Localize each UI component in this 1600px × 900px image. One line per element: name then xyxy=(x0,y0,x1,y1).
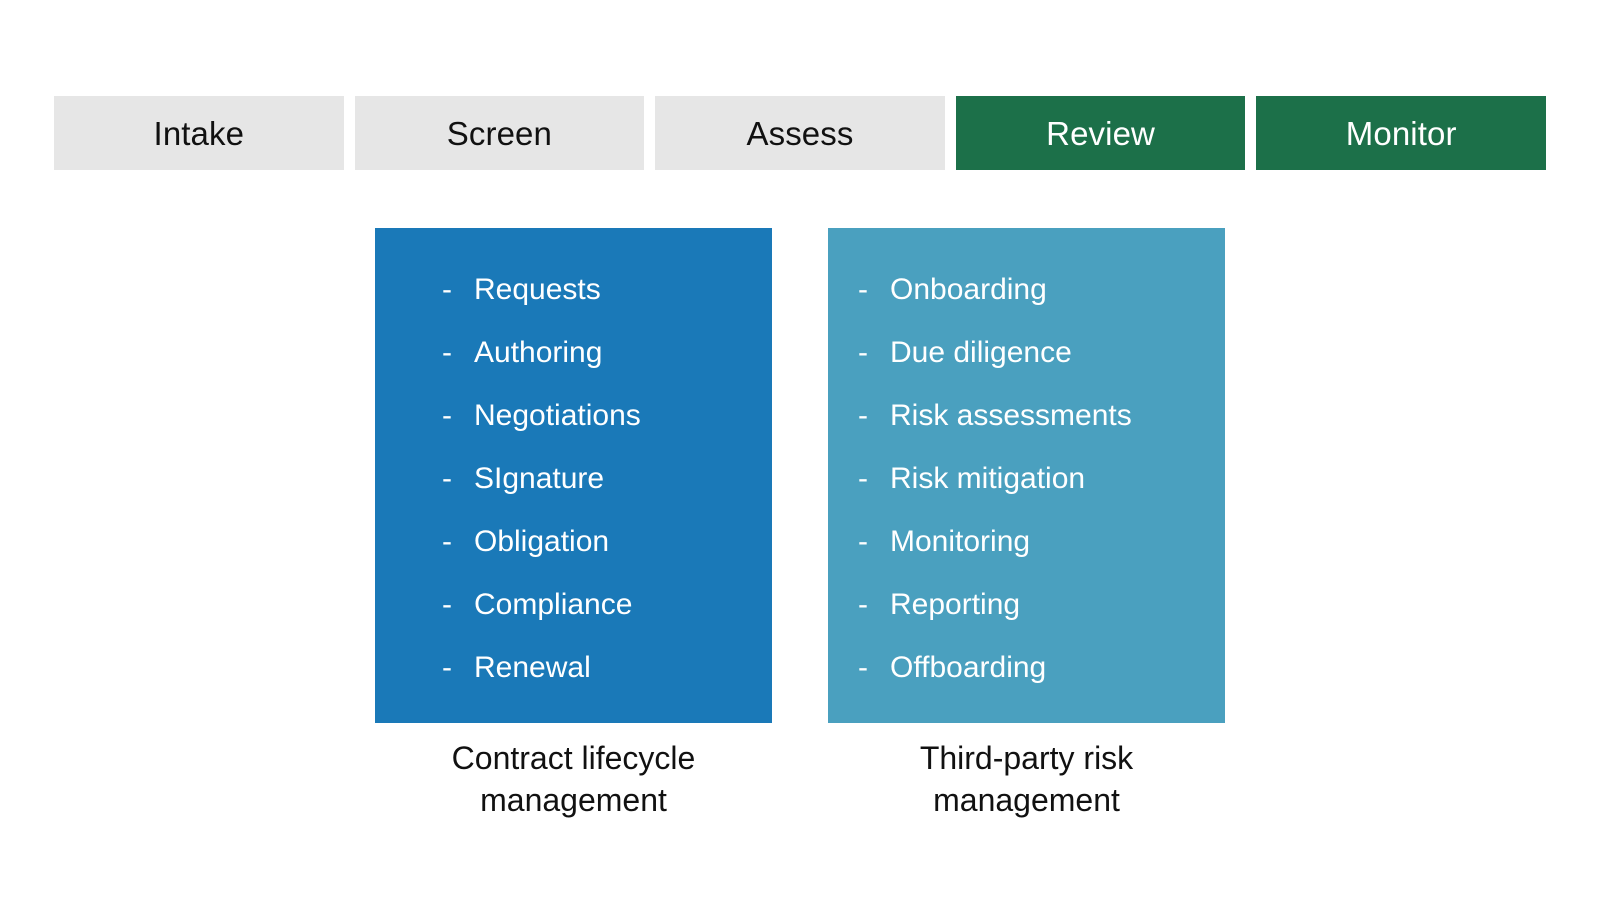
list-item-label: Requests xyxy=(474,273,601,306)
list-item: - Renewal xyxy=(375,636,772,699)
bullet-dash-icon: - xyxy=(442,588,452,621)
panel-caption-third-party-risk-management: Third-party risk management xyxy=(919,740,1134,818)
list-item-label: Due diligence xyxy=(890,336,1072,369)
bullet-dash-icon: - xyxy=(442,651,452,684)
stage-tab-intake[interactable]: Intake xyxy=(54,96,344,170)
list-item-label: Obligation xyxy=(474,525,610,558)
panel-third-party-risk-management: - Onboarding - Due diligence - Risk asse… xyxy=(828,228,1225,723)
stage-tab-screen[interactable]: Screen xyxy=(354,96,645,170)
bullet-dash-icon: - xyxy=(442,273,452,306)
stage-tab-label: Review xyxy=(1046,114,1155,152)
list-item-label: Compliance xyxy=(474,588,633,621)
panel-caption-contract-lifecycle-management: Contract lifecycle management xyxy=(451,740,696,818)
list-item: - SIgnature xyxy=(375,447,772,510)
list-item-label: Offboarding xyxy=(890,651,1047,684)
list-item: - Onboarding xyxy=(828,258,1225,321)
list-item: - Compliance xyxy=(375,573,772,636)
stage-tab-strip: Intake Screen Assess Review Monitor xyxy=(54,96,1546,170)
list-item: - Authoring xyxy=(375,321,772,384)
panel-item-list: - Requests - Authoring - Negotiations - … xyxy=(375,258,772,699)
bullet-dash-icon: - xyxy=(442,399,452,432)
bullet-dash-icon: - xyxy=(442,336,452,369)
bullet-dash-icon: - xyxy=(858,336,868,369)
list-item-label: Negotiations xyxy=(474,399,641,432)
list-item: - Risk mitigation xyxy=(828,447,1225,510)
stage-tab-label: Screen xyxy=(446,114,552,152)
list-item-label: Authoring xyxy=(474,336,603,369)
list-item-label: Reporting xyxy=(890,588,1021,621)
list-item-label: Monitoring xyxy=(890,525,1031,558)
list-item-label: SIgnature xyxy=(474,462,605,495)
bullet-dash-icon: - xyxy=(858,651,868,684)
list-item: - Requests xyxy=(375,258,772,321)
bullet-dash-icon: - xyxy=(858,399,868,432)
stage-tab-monitor[interactable]: Monitor xyxy=(1256,96,1546,170)
panel-item-list: - Onboarding - Due diligence - Risk asse… xyxy=(828,258,1225,699)
panel-contract-lifecycle-management: - Requests - Authoring - Negotiations - … xyxy=(375,228,772,723)
bullet-dash-icon: - xyxy=(858,588,868,621)
bullet-dash-icon: - xyxy=(858,525,868,558)
list-item: - Obligation xyxy=(375,510,772,573)
stage-tab-review[interactable]: Review xyxy=(955,96,1246,170)
bullet-dash-icon: - xyxy=(442,462,452,495)
list-item: - Reporting xyxy=(828,573,1225,636)
list-item-label: Risk assessments xyxy=(890,399,1132,432)
bullet-dash-icon: - xyxy=(858,273,868,306)
bullet-dash-icon: - xyxy=(858,462,868,495)
list-item: - Offboarding xyxy=(828,636,1225,699)
list-item-label: Renewal xyxy=(474,651,591,684)
stage-tab-label: Assess xyxy=(746,114,854,152)
stage-tab-label: Intake xyxy=(153,114,245,152)
list-item: - Risk assessments xyxy=(828,384,1225,447)
list-item-label: Risk mitigation xyxy=(890,462,1086,495)
list-item: - Negotiations xyxy=(375,384,772,447)
bullet-dash-icon: - xyxy=(442,525,452,558)
list-item: - Due diligence xyxy=(828,321,1225,384)
list-item-label: Onboarding xyxy=(890,273,1047,306)
stage-tab-assess[interactable]: Assess xyxy=(655,96,945,170)
list-item: - Monitoring xyxy=(828,510,1225,573)
stage-tab-label: Monitor xyxy=(1345,114,1457,152)
